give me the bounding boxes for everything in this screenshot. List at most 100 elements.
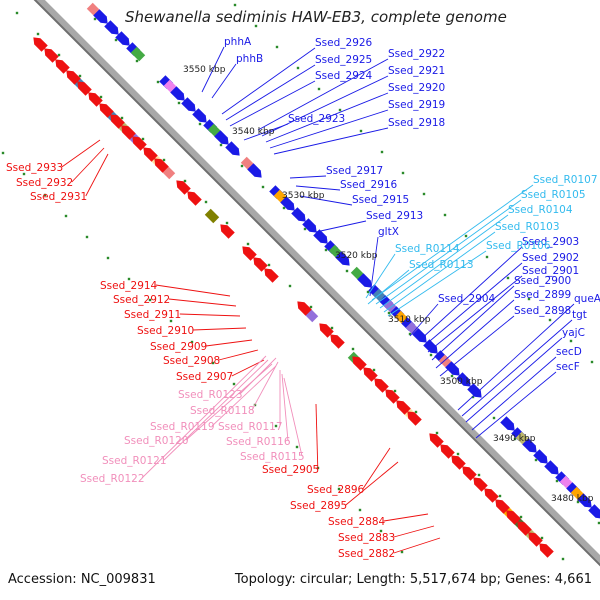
gene-arrow (577, 493, 592, 508)
genome-backbone-shadow (33, 0, 600, 567)
leader-line (141, 355, 267, 479)
tick-dot (366, 290, 370, 294)
tick-dot (359, 129, 363, 133)
leader-line (211, 63, 237, 99)
gene-label: yajC (562, 327, 585, 339)
tick-dot (429, 353, 433, 357)
leader-line (393, 525, 435, 538)
gene-label: Ssed_2905 (262, 464, 319, 476)
gene-label: tgt (572, 309, 587, 321)
gene-label: Ssed_2931 (30, 191, 87, 203)
gene-arrow (352, 356, 367, 371)
tick-dot (393, 389, 397, 393)
tick-dot (93, 17, 97, 21)
gene-label: Ssed_R0105 (521, 189, 586, 201)
gene-label: Ssed_2915 (352, 194, 409, 206)
tick-dot (275, 45, 279, 49)
gene-arrow (495, 499, 510, 514)
tick-dot (345, 269, 349, 273)
leader-line (427, 275, 523, 353)
gene-arrow (319, 323, 334, 338)
gene-arrow (242, 246, 257, 261)
gene-arrow (280, 196, 295, 211)
gene-arrow (181, 97, 196, 112)
leader-line (295, 185, 341, 191)
leader-line (163, 359, 269, 461)
tick-dot (422, 192, 426, 196)
tick-dot (569, 339, 573, 343)
gene-label: Ssed_2902 (522, 252, 579, 264)
gene-arrow (44, 48, 59, 63)
gene-arrow (104, 20, 119, 35)
gene-label: Ssed_2884 (328, 516, 386, 528)
tick-dot (156, 80, 160, 84)
gene-label: Ssed_2923 (288, 113, 345, 125)
gene-arrow (407, 411, 422, 426)
gene-label: Ssed_2908 (163, 355, 220, 367)
gene-label: Ssed_R0123 (178, 389, 243, 401)
gene-arrow (264, 268, 279, 283)
gene-label: Ssed_2903 (522, 236, 579, 248)
tick-dot (414, 410, 418, 414)
leader-line (251, 361, 279, 411)
leader-line (367, 269, 410, 305)
gene-arrow (412, 328, 427, 343)
gene-label: Ssed_R0107 (533, 174, 598, 186)
cog-block (204, 208, 220, 224)
gene-arrow (253, 257, 268, 272)
tick-dot (555, 479, 559, 483)
gene-label: Ssed_2898 (514, 305, 571, 317)
leader-line (265, 92, 389, 143)
leader-line (439, 315, 515, 377)
leader-line (315, 220, 367, 233)
tick-dot (387, 311, 391, 315)
leader-line (387, 250, 487, 317)
leader-line (283, 377, 303, 457)
leader-line (61, 139, 101, 168)
leader-line (205, 339, 253, 347)
gene-label: Ssed_R0114 (395, 243, 460, 255)
tick-dot (513, 437, 517, 441)
gene-arrow (539, 543, 554, 558)
leader-line (315, 403, 319, 470)
gene-arrow (214, 130, 229, 145)
tick-dot (477, 473, 481, 477)
leader-line (379, 214, 509, 309)
tick-dot (148, 298, 152, 302)
gene-arrow (313, 229, 328, 244)
gene-arrow (429, 433, 444, 448)
gene-arrow (467, 383, 482, 398)
gene-label: phhA (224, 36, 252, 48)
gene-arrow (225, 141, 240, 156)
gene-label: Ssed_2913 (366, 210, 423, 222)
gene-label: Ssed_2932 (16, 177, 73, 189)
leader-line (362, 447, 391, 490)
tick-dot (527, 297, 531, 301)
leader-line (419, 246, 523, 341)
gene-arrow (220, 224, 235, 239)
gene-label: Ssed_R0118 (190, 405, 255, 417)
tick-dot (540, 536, 544, 540)
tick-dot (561, 557, 565, 561)
scale-label: 3490 kbp (493, 434, 536, 444)
tick-dot (456, 452, 460, 456)
gene-arrow (506, 510, 521, 525)
gene-label: Ssed_2917 (326, 165, 383, 177)
leader-line (383, 513, 429, 522)
gene-arrow (445, 361, 460, 376)
leader-line (201, 46, 225, 93)
gene-arrow (588, 504, 600, 519)
tick-dot (379, 529, 383, 533)
leader-line (225, 64, 316, 121)
leader-line (461, 319, 573, 417)
scale-label: 3510 kbp (388, 315, 431, 325)
gene-label: Ssed_2916 (340, 179, 398, 191)
gene-label: Ssed_2907 (176, 371, 233, 383)
leader-line (179, 313, 241, 317)
leader-line (471, 356, 557, 431)
tick-dot (282, 206, 286, 210)
gene-label: Ssed_2911 (124, 309, 181, 321)
tick-dot (498, 494, 502, 498)
tick-dot (295, 445, 299, 449)
